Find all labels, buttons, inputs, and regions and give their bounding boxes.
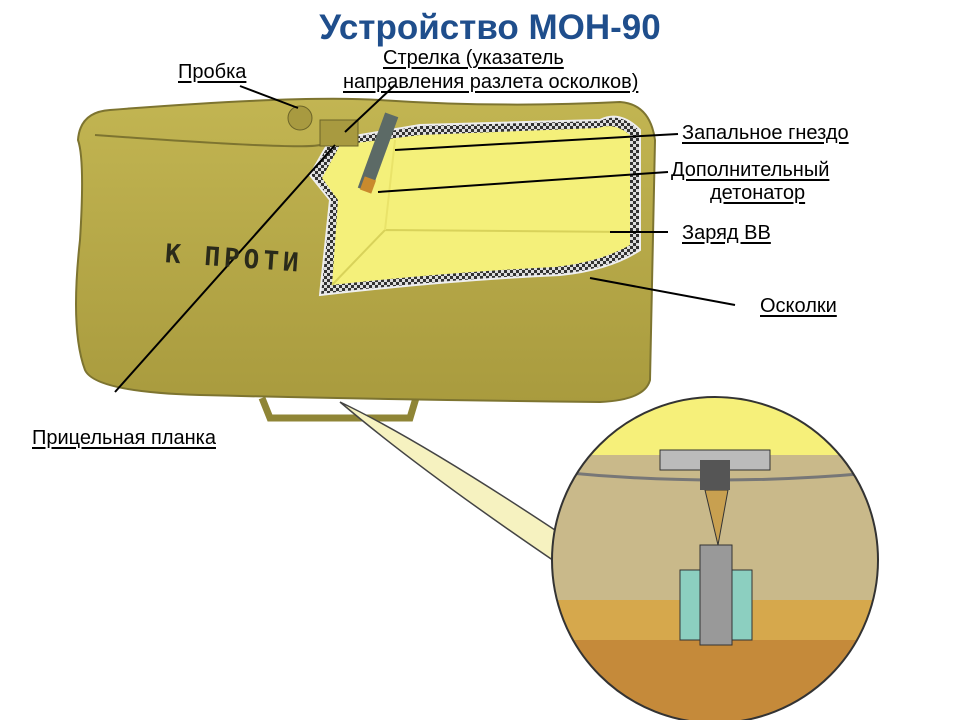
label-plug: Пробка (178, 61, 247, 83)
explosive-charge (322, 126, 630, 286)
fuze-well (357, 112, 399, 193)
label-fuze-well: Запальное гнездо (682, 122, 849, 144)
label-extra-detonator-line1: Дополнительный (671, 159, 830, 181)
label-arrow-line1: Стрелка (указатель (383, 47, 564, 69)
carry-handle (258, 396, 420, 422)
label-fragments: Осколки (760, 295, 837, 317)
page-title: Устройство МОН-90 (319, 8, 661, 47)
label-sight-bar: Прицельная планка (32, 427, 216, 449)
label-arrow-line2: направления разлета осколков) (343, 71, 639, 93)
label-charge: Заряд ВВ (682, 222, 771, 244)
plug (287, 105, 313, 131)
callout-pointer (339, 401, 571, 567)
sight-bar (319, 119, 359, 147)
label-extra-detonator-line2: детонатор (710, 182, 806, 204)
